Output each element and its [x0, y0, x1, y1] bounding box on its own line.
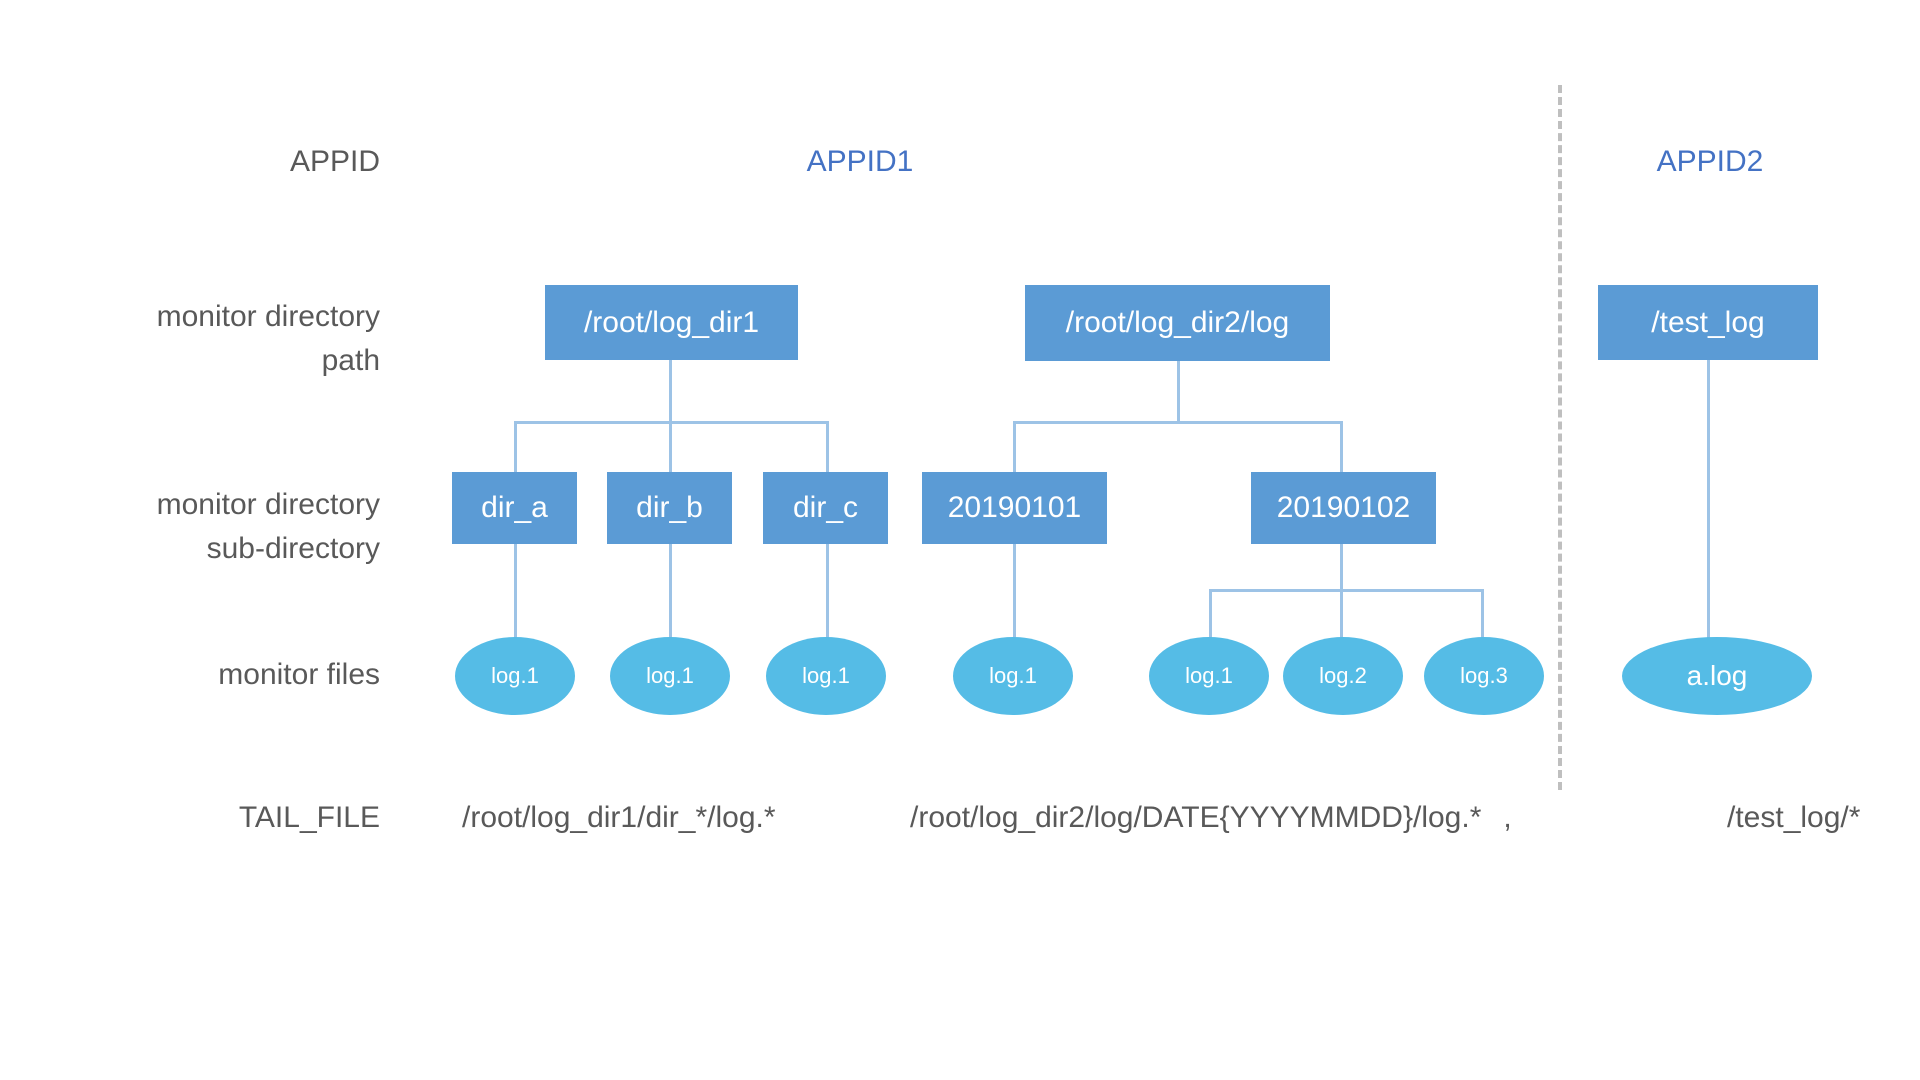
file-ellipse-dir-b-log1[interactable]: log.1: [610, 637, 730, 715]
directory-box-log-dir2-log[interactable]: /root/log_dir2/log: [1025, 285, 1330, 361]
connector-20190102-log3-drop: [1481, 589, 1484, 644]
connector-dir-a-to-file: [514, 544, 517, 644]
subdirectory-box-dir-c[interactable]: dir_c: [763, 472, 888, 544]
subdirectory-box-dir-b[interactable]: dir_b: [607, 472, 732, 544]
file-ellipse-20190102-log3[interactable]: log.3: [1424, 637, 1544, 715]
file-ellipse-20190102-log2[interactable]: log.2: [1283, 637, 1403, 715]
connector-20190102-log1-drop: [1209, 589, 1212, 644]
tail-file-expression-appid1-dir2: /root/log_dir2/log/DATE{YYYYMMDD}/log.*: [910, 801, 1482, 834]
connector-log-dir2-stem: [1177, 361, 1180, 422]
connector-log-dir2-bus: [1013, 421, 1343, 424]
row-label-monitor-directory-path: monitor directory path: [156, 300, 380, 377]
subdirectory-box-20190102[interactable]: 20190102: [1251, 472, 1436, 544]
column-divider: [1558, 85, 1562, 790]
tail-file-expression-appid1-dir1: /root/log_dir1/dir_*/log.*: [462, 801, 776, 834]
directory-box-test-log[interactable]: /test_log: [1598, 285, 1818, 360]
file-ellipse-test-log-alog[interactable]: a.log: [1622, 637, 1812, 715]
connector-20190102-log2-drop: [1340, 589, 1343, 644]
row-label-tail-file: TAIL_FILE: [238, 801, 380, 834]
connector-20190102-bus: [1209, 589, 1484, 592]
connector-20190101-drop: [1013, 421, 1016, 473]
connector-20190102-stem: [1340, 544, 1343, 591]
connector-dir-b-to-file: [669, 544, 672, 644]
row-label-monitor-directory-sub-directory: monitor directory sub-directory: [156, 488, 380, 565]
file-ellipse-20190102-log1[interactable]: log.1: [1149, 637, 1269, 715]
file-ellipse-20190101-log1[interactable]: log.1: [953, 637, 1073, 715]
connector-dir-c-drop: [826, 421, 829, 473]
row-label-appid: APPID: [289, 145, 380, 178]
connector-dir-c-to-file: [826, 544, 829, 644]
column-heading-appid1: APPID1: [806, 145, 914, 178]
connector-log-dir1-stem: [669, 360, 672, 422]
file-ellipse-dir-c-log1[interactable]: log.1: [766, 637, 886, 715]
connector-20190102-drop: [1340, 421, 1343, 473]
file-ellipse-dir-a-log1[interactable]: log.1: [455, 637, 575, 715]
connector-dir-a-drop: [514, 421, 517, 473]
directory-box-log-dir1[interactable]: /root/log_dir1: [545, 285, 798, 360]
tail-file-expression-appid2: /test_log/*: [1727, 801, 1861, 834]
column-heading-appid2: APPID2: [1656, 145, 1764, 178]
connector-20190101-to-file: [1013, 544, 1016, 644]
row-label-monitor-files: monitor files: [218, 658, 380, 691]
tail-file-separator-comma: ,: [1503, 801, 1512, 834]
subdirectory-box-20190101[interactable]: 20190101: [922, 472, 1107, 544]
connector-test-log-to-file: [1707, 360, 1710, 645]
connector-dir-b-drop: [669, 421, 672, 473]
subdirectory-box-dir-a[interactable]: dir_a: [452, 472, 577, 544]
